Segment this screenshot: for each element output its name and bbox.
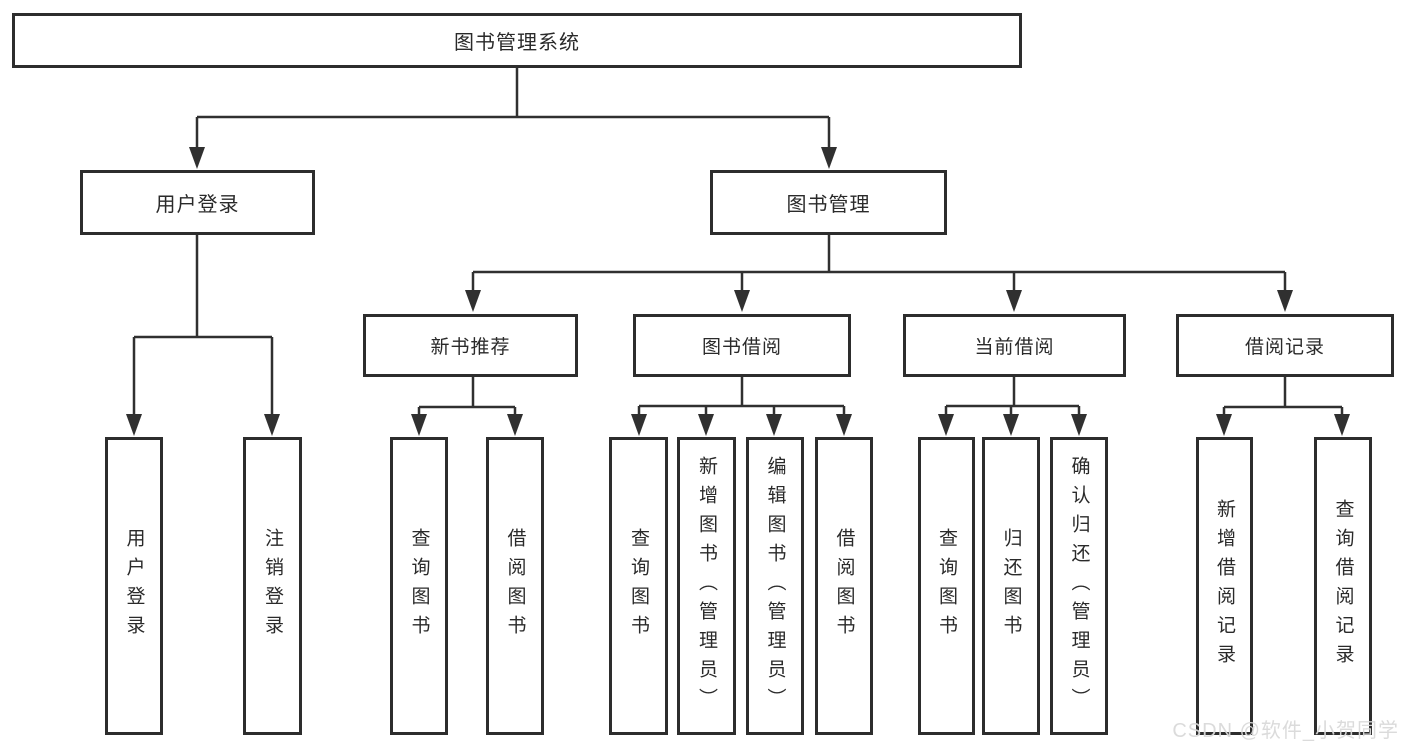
node-label: 借阅记录 xyxy=(1244,337,1325,358)
node-leaf-br-add-record: 新增借阅记录 xyxy=(1196,437,1253,735)
node-label: 查询借阅记录 xyxy=(1332,499,1354,673)
node-label: 图书借阅 xyxy=(701,337,782,358)
node-current-borrow: 当前借阅 xyxy=(903,314,1126,377)
node-label: 用户登录 xyxy=(155,194,240,216)
node-leaf-bb-borrow-books: 借阅图书 xyxy=(815,437,873,735)
node-leaf-cb-confirm-return-admin: 确认归还（管理员） xyxy=(1050,437,1108,735)
node-label: 借阅图书 xyxy=(504,528,526,644)
node-leaf-cb-return-books: 归还图书 xyxy=(982,437,1040,735)
node-leaf-br-query-record: 查询借阅记录 xyxy=(1314,437,1372,735)
node-label: 图书管理 xyxy=(786,194,871,216)
node-leaf-cb-query-books: 查询图书 xyxy=(918,437,975,735)
node-borrow-records: 借阅记录 xyxy=(1176,314,1394,377)
node-label: 当前借阅 xyxy=(974,337,1055,358)
node-book-borrow: 图书借阅 xyxy=(633,314,851,377)
node-leaf-logout: 注销登录 xyxy=(243,437,302,735)
node-root-system: 图书管理系统 xyxy=(12,13,1022,68)
node-leaf-bb-edit-books-admin: 编辑图书（管理员） xyxy=(746,437,804,735)
node-leaf-rec-borrow-books: 借阅图书 xyxy=(486,437,544,735)
node-label: 归还图书 xyxy=(1000,528,1022,644)
node-label: 用户登录 xyxy=(123,528,145,644)
node-leaf-bb-query-books: 查询图书 xyxy=(609,437,668,735)
node-label: 新增借阅记录 xyxy=(1214,499,1235,673)
arrowheads xyxy=(126,147,1350,436)
node-label: 编辑图书（管理员） xyxy=(764,455,786,717)
node-label: 借阅图书 xyxy=(833,528,855,644)
node-label: 查询图书 xyxy=(936,528,957,644)
node-leaf-rec-query-books: 查询图书 xyxy=(390,437,448,735)
node-user-login-branch: 用户登录 xyxy=(80,170,315,235)
node-label: 新增图书（管理员） xyxy=(696,455,717,717)
node-leaf-user-login: 用户登录 xyxy=(105,437,163,735)
node-label: 查询图书 xyxy=(408,528,430,644)
node-leaf-bb-add-books-admin: 新增图书（管理员） xyxy=(677,437,736,735)
node-root-label: 图书管理系统 xyxy=(454,32,580,54)
csdn-watermark: CSDN @软件_小贺同学 xyxy=(1172,720,1399,742)
node-book-management-branch: 图书管理 xyxy=(710,170,947,235)
node-label: 新书推荐 xyxy=(430,337,511,358)
node-label: 确认归还（管理员） xyxy=(1068,455,1090,717)
node-label: 注销登录 xyxy=(262,528,283,644)
node-label: 查询图书 xyxy=(628,528,649,644)
node-new-book-recommend: 新书推荐 xyxy=(363,314,578,377)
